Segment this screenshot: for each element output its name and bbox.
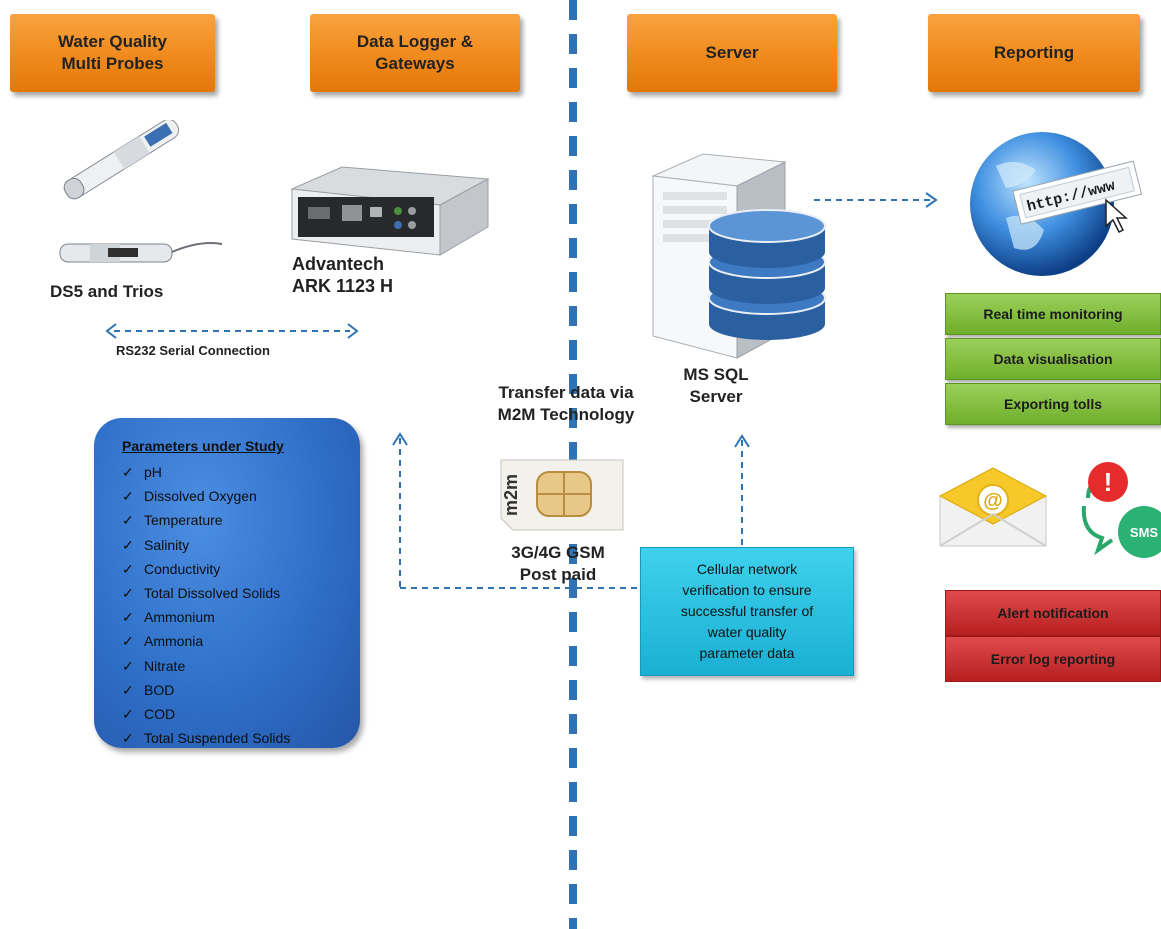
cellular-verification-note: Cellular network verification to ensure …: [640, 547, 854, 676]
checkmark-icon: ✓: [122, 584, 134, 601]
parameter-item: ✓Temperature: [122, 508, 290, 532]
serial-connection-arrow: [105, 323, 359, 339]
checkmark-icon: ✓: [122, 657, 134, 674]
parameters-title: Parameters under Study: [122, 438, 284, 454]
error-log-reporting: Error log reporting: [945, 636, 1161, 682]
checkmark-icon: ✓: [122, 633, 134, 650]
email-icon: @: [938, 467, 1048, 547]
svg-text:@: @: [983, 490, 1003, 512]
transfer-label: Transfer data via M2M Technology: [497, 383, 635, 424]
sim-card-icon: m2m: [500, 459, 624, 531]
transfer-connector: [392, 432, 750, 589]
header-server: Server: [627, 14, 837, 92]
parameter-item: ✓Salinity: [122, 533, 290, 557]
gsm-label: 3G/4G GSM Post paid: [511, 543, 605, 584]
parameter-item: ✓Ammonium: [122, 605, 290, 629]
parameter-item: ✓Dissolved Oxygen: [122, 484, 290, 508]
parameter-item: ✓Conductivity: [122, 557, 290, 581]
checkmark-icon: ✓: [122, 560, 134, 577]
header-reporting: Reporting: [928, 14, 1140, 92]
server-icon: [651, 153, 826, 359]
checkmark-icon: ✓: [122, 730, 134, 747]
probes-icon: [59, 120, 223, 263]
checkmark-icon: ✓: [122, 705, 134, 722]
data-logger-device-icon: [290, 166, 490, 256]
checkmark-icon: ✓: [122, 681, 134, 698]
server-to-web-arrow: [814, 192, 938, 208]
logger-caption: Advantech ARK 1123 H: [292, 254, 394, 296]
column-divider: [569, 0, 577, 929]
parameter-item: ✓Total Dissolved Solids: [122, 581, 290, 605]
parameter-item: ✓Total Suspended Solids: [122, 726, 290, 750]
feature-real-time-monitoring: Real time monitoring: [945, 293, 1161, 335]
feature-data-visualisation: Data visualisation: [945, 338, 1161, 380]
sms-icon: ! SMS: [1081, 462, 1161, 558]
serial-connection-label: RS232 Serial Connection: [116, 343, 270, 358]
sms-label: SMS: [1130, 525, 1159, 540]
checkmark-icon: ✓: [122, 488, 134, 505]
checkmark-icon: ✓: [122, 512, 134, 529]
sim-label: m2m: [501, 474, 521, 516]
checkmark-icon: ✓: [122, 536, 134, 553]
parameter-item: ✓COD: [122, 702, 290, 726]
parameters-box: Parameters under Study ✓pH ✓Dissolved Ox…: [94, 418, 360, 748]
parameter-item: ✓Ammonia: [122, 629, 290, 653]
header-water-quality-probes: Water Quality Multi Probes: [10, 14, 215, 92]
parameter-item: ✓Nitrate: [122, 654, 290, 678]
web-globe-icon: http://www: [970, 132, 1143, 276]
feature-exporting-tools: Exporting tolls: [945, 383, 1161, 425]
server-caption: MS SQL Server: [683, 365, 749, 406]
parameter-item: ✓pH: [122, 460, 290, 484]
parameter-item: ✓BOD: [122, 678, 290, 702]
svg-text:!: !: [1104, 467, 1113, 497]
checkmark-icon: ✓: [122, 609, 134, 626]
header-data-logger: Data Logger & Gateways: [310, 14, 520, 92]
checkmark-icon: ✓: [122, 464, 134, 480]
parameters-list: ✓pH ✓Dissolved Oxygen ✓Temperature ✓Sali…: [122, 460, 290, 750]
probes-caption: DS5 and Trios: [50, 282, 164, 301]
alert-notification: Alert notification: [945, 590, 1161, 636]
